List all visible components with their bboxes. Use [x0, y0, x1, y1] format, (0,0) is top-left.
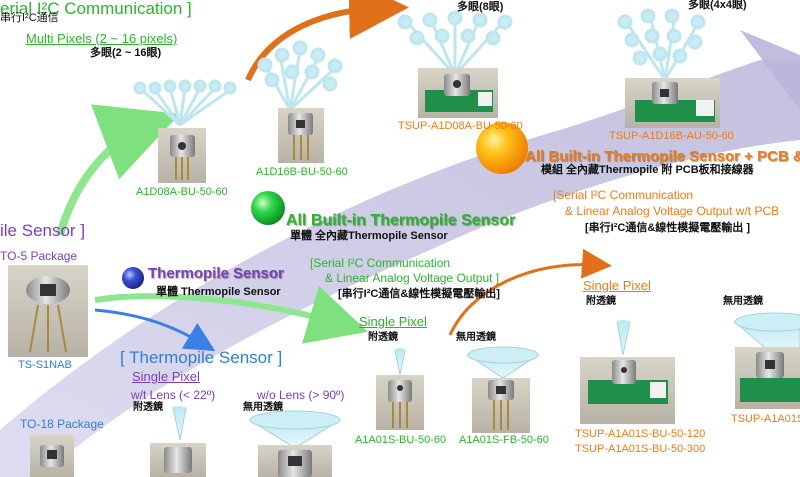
- pcb-narrow-lens-top: [616, 320, 630, 324]
- evolution-arrowhead: [740, 30, 800, 110]
- multi-pixel-fan-8-pcb: [397, 10, 513, 77]
- all-builtin-pcb-title: All Built-in Thermopile Sensor + PCB & C: [525, 148, 800, 165]
- pcb-wide-lens-top: [734, 312, 800, 332]
- label-tsup-edge: TSUP-A1A01S: [731, 413, 800, 425]
- bottom-without-lens: w/o Lens (> 90º): [257, 388, 345, 402]
- all-builtin-pcb-subtitle: 模組 全內藏Thermopile 附 PCB板和接線器: [541, 164, 754, 176]
- multi-pixel-fan-16: [133, 79, 237, 127]
- all-builtin-subtitle: 單體 全內藏Thermopile Sensor: [290, 230, 448, 242]
- label-ts-s1nab: TS-S1NAB: [18, 359, 72, 371]
- narrow-lens-top: [394, 348, 406, 352]
- pcb-serial-line1: [Serial I²C Communication: [553, 188, 694, 202]
- photo-ts-s1nab: [8, 265, 88, 357]
- arrow-to-pcb-single: [448, 248, 612, 336]
- wide-lens-top: [467, 346, 539, 364]
- label-tsup-a1d08a: TSUP-A1D08A-BU-50-60: [398, 120, 523, 132]
- serial-i2c-cn: 串行I²C通信: [0, 12, 59, 24]
- all-builtin-title: All Built-in Thermopile Sensor: [286, 212, 516, 229]
- orange-ball-icon: [476, 122, 528, 174]
- label-tsup-120: TSUP-A1A01S-BU-50-120: [575, 428, 706, 440]
- pcb-serial-cn: [串行I²C通信&線性模擬電壓輸出 ]: [585, 222, 750, 234]
- photo-tsup-a1d16b: [625, 78, 720, 128]
- label-tsup-a1d16b: TSUP-A1D16B-AU-50-60: [609, 130, 734, 142]
- arrow-to-thermopile-sensor: [94, 308, 216, 352]
- single-pixel-mid-title: Single Pixel: [359, 314, 427, 329]
- photo-tsup-a1d08a: [418, 68, 498, 118]
- label-tsup-300: TSUP-A1A01S-BU-50-300: [575, 443, 706, 455]
- blue-ball-icon: [122, 267, 144, 289]
- bottom-with-lens: w/t Lens (< 22º): [131, 388, 216, 402]
- photo-a1a01s-fb: [472, 378, 530, 433]
- photo-a1a01s-bu: [376, 375, 424, 430]
- arrow-to-single-pixel: [94, 286, 369, 344]
- to5-package-label: TO-5 Package: [0, 249, 78, 263]
- photo-to18-bottom: [30, 435, 74, 477]
- serial-i2c-heading: erial I²C Communication ]: [0, 0, 192, 18]
- photo-a1d08a: [158, 128, 206, 183]
- photo-a1d16b: [278, 108, 324, 163]
- bottom-narrow-lens-top: [172, 406, 186, 410]
- mid-serial-line1: [Serial I²C Communication: [310, 256, 451, 270]
- bottom-wide-lens-top: [249, 410, 341, 430]
- mid-no-lens-cn: 無用透鏡: [456, 332, 496, 343]
- photo-bottom-with-lens: [150, 443, 206, 477]
- left-sensor-title: ile Sensor ]: [0, 221, 86, 240]
- multi-eye-8: 多眼(8眼): [457, 1, 504, 13]
- bottom-without-lens-cn: 無用透鏡: [243, 402, 283, 413]
- arrow-to-multi-pixel: [56, 104, 180, 237]
- bottom-with-lens-cn: 附透鏡: [133, 402, 163, 413]
- right-with-lens-cn: 附透鏡: [586, 296, 616, 307]
- label-a1a01s-bu: A1A01S-BU-50-60: [355, 434, 447, 446]
- bottom-single-pixel: Single Pixel: [132, 369, 200, 384]
- multi-pixel-fan-4x4: [257, 40, 343, 112]
- photo-tsup-a1a01s: [580, 357, 675, 424]
- narrow-lens-cone: [394, 349, 406, 376]
- thermopile-subtitle: 單體 Thermopile Sensor: [156, 286, 281, 298]
- green-ball-icon: [251, 191, 285, 225]
- multi-eye-2-16: 多眼(2 ~ 16眼): [90, 47, 162, 59]
- photo-tsup-a1a01s-edge: [735, 347, 800, 409]
- mid-serial-line2: & Linear Analog Voltage Output ]: [325, 271, 500, 285]
- multi-pixels-label: Multi Pixels (2 ~ 16 pixels): [26, 31, 178, 46]
- label-a1d16b: A1D16B-BU-50-60: [256, 166, 348, 178]
- pcb-narrow-lens-cone: [616, 321, 631, 356]
- mid-with-lens-cn: 附透鏡: [368, 332, 398, 343]
- mid-serial-cn: [串行I²C通信&線性模擬電壓輸出]: [338, 288, 500, 300]
- single-pixel-right-title: Single Pixel: [583, 278, 651, 293]
- evolution-band: [0, 60, 800, 477]
- bottom-narrow-lens-cone: [172, 407, 187, 441]
- label-a1a01s-fb: A1A01S-FB-50-60: [459, 434, 549, 446]
- arrow-to-8-pixel: [245, 0, 409, 82]
- thermopile-title: Thermopile Sensor: [148, 265, 284, 282]
- photo-bottom-without-lens: [258, 445, 332, 477]
- to18-package-label: TO-18 Package: [20, 417, 104, 431]
- multi-eye-4x4: 多眼(4x4眼): [688, 0, 747, 11]
- pcb-serial-line2: & Linear Analog Voltage Output w/t PCB: [565, 204, 780, 218]
- right-no-lens-cn: 無用透鏡: [723, 296, 763, 307]
- multi-pixel-fan-4x4-pcb: [617, 8, 706, 81]
- bottom-thermopile-title: [ Thermopile Sensor ]: [120, 348, 283, 367]
- label-a1d08a: A1D08A-BU-50-60: [136, 186, 228, 198]
